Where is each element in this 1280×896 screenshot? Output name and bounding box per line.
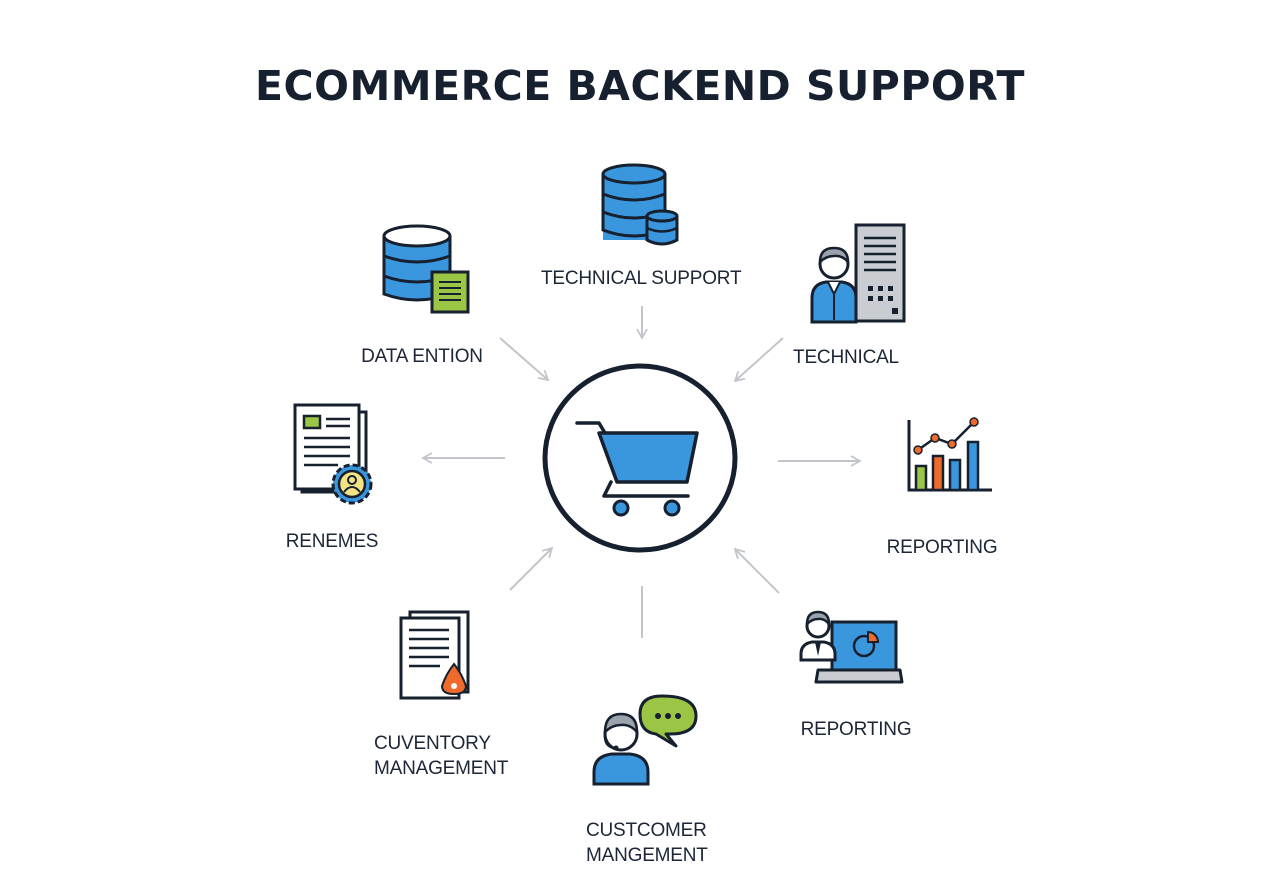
node-bottom-left-label-line1: CUVENTORY	[374, 733, 491, 754]
customer-chat-icon	[592, 694, 698, 786]
bar-line-chart-icon	[907, 417, 992, 492]
node-bottom-right-label: REPORTING	[800, 719, 912, 740]
arrow-bottom-left	[509, 546, 554, 591]
node-top-label: TECHNICAL SUPPORT	[541, 268, 742, 289]
database-document-icon	[382, 224, 470, 314]
node-bottom-label-line2: MANGEMENT	[586, 845, 708, 866]
documents-alert-icon	[399, 610, 470, 700]
page-title: ECOMMERCE BACKEND SUPPORT	[255, 62, 1025, 110]
arrow-bottom-right	[733, 547, 780, 594]
node-right-label: REPORTING	[886, 537, 998, 558]
node-bottom-label-line1: CUSTCOMER	[586, 820, 707, 841]
laptop-presenter-icon	[799, 610, 904, 684]
arrow-top-right	[733, 337, 784, 383]
node-left-label: RENEMES	[285, 531, 379, 552]
database-stack-icon	[601, 163, 679, 246]
node-top-left-label: DATA ENTION	[361, 346, 483, 367]
server-technician-icon	[810, 223, 906, 324]
arrow-top-left	[499, 337, 550, 382]
documents-gear-icon	[293, 403, 373, 505]
node-top-right-label: TECHNICAL	[793, 347, 899, 368]
hub-cart-circle	[542, 363, 738, 553]
shopping-cart-icon	[575, 421, 699, 517]
node-bottom-left-label-line2: MANAGEMENT	[374, 758, 509, 779]
